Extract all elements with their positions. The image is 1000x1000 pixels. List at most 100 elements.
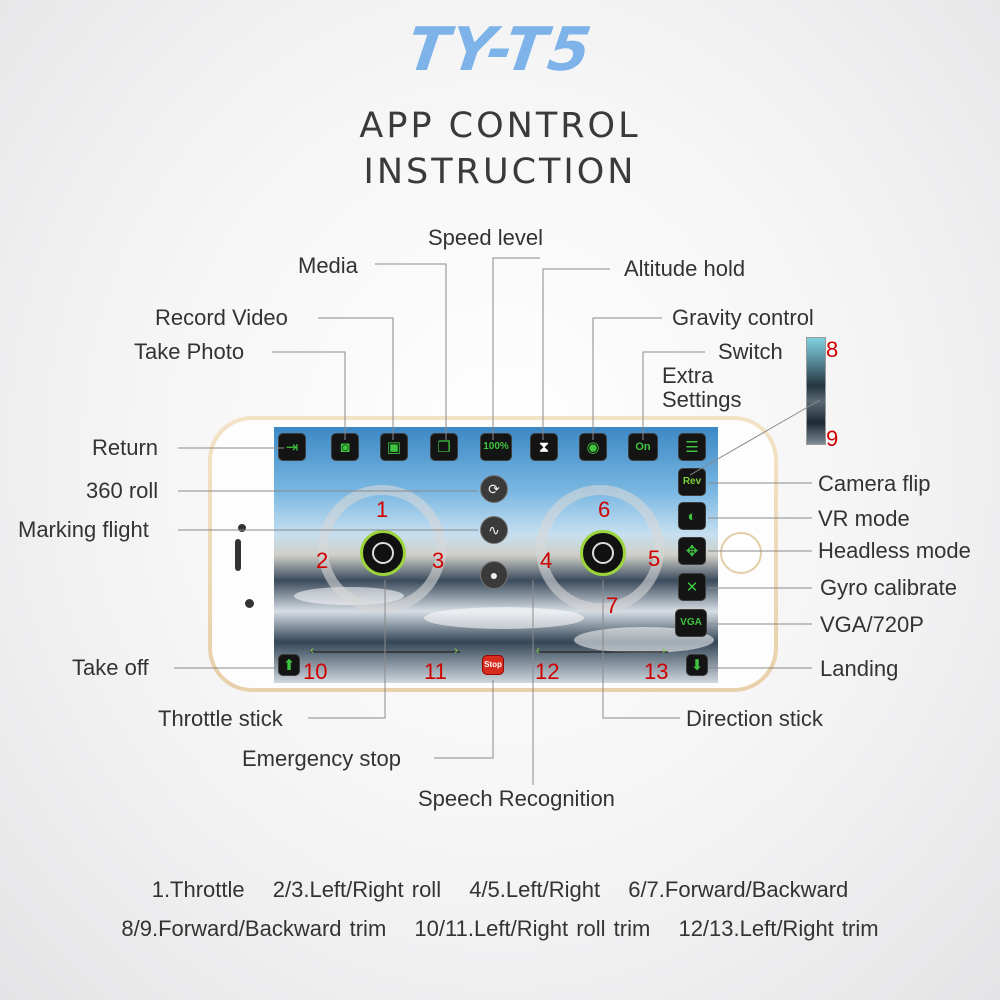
headless-mode-button[interactable]: ✥ [678,537,706,565]
extra-settings-button[interactable]: ☰ [678,433,706,461]
take-off-button[interactable]: ⬆ [278,654,300,676]
landing-button[interactable]: ⬇ [686,654,708,676]
calibrate-icon: ✕ [685,578,699,596]
legend-line-1: 1.Throttle 2/3.Left/Right roll 4/5.Left/… [0,877,1000,903]
forward-backward-trim-bar[interactable] [806,337,826,445]
label-record-video: Record Video [155,305,288,330]
rotate-icon: ⟳ [488,480,500,497]
switch-value: On [635,440,651,453]
label-return: Return [92,435,159,460]
label-take-off: Take off [72,655,149,680]
label-speed-level: Speed level [428,225,543,250]
roll-360-button[interactable]: ⟳ [480,475,508,503]
number-2: 2 [316,548,329,573]
label-headless-mode: Headless mode [818,538,971,563]
legend-item: 12/13.Left/Right trim [678,916,879,941]
chevron-right-icon: › [454,643,458,657]
page-title-line1: APP CONTROL [359,106,641,146]
number-1: 1 [376,497,389,522]
number-11: 11 [424,659,447,684]
speaker-grille [235,539,241,571]
speed-value: 100% [483,441,509,452]
label-gravity-control: Gravity control [672,305,814,330]
label-throttle-stick: Throttle stick [158,706,283,731]
microphone-icon: ● [489,567,499,583]
hourglass-icon: ⧗ [538,438,550,456]
number-8: 8 [826,337,839,362]
vga-720p-button[interactable]: VGA [675,609,707,637]
number-7: 7 [606,593,619,618]
label-media: Media [298,253,358,278]
label-gyro-calibrate: Gyro calibrate [820,575,957,600]
media-button[interactable]: ❐ [430,433,458,461]
front-camera [238,524,246,532]
label-speech-recognition: Speech Recognition [418,786,615,811]
number-5: 5 [648,546,661,571]
video-camera-icon: ▣ [386,438,402,456]
record-video-button[interactable]: ▣ [380,433,408,461]
altitude-hold-button[interactable]: ⧗ [530,433,558,461]
camera-icon: ◙ [340,438,350,456]
gyro-calibrate-button[interactable]: ✕ [678,573,706,601]
arrow-down-icon: ⬇ [690,656,704,674]
label-direction-stick: Direction stick [686,706,823,731]
legend-item: 2/3.Left/Right roll [272,877,442,902]
crosshair-icon: ✥ [685,542,699,560]
label-extra-settings-2: Settings [662,387,742,412]
vga-text: VGA [680,617,702,628]
number-12: 12 [535,659,560,684]
speech-recognition-button[interactable]: ● [480,561,508,589]
throttle-stick-ring [318,485,446,613]
label-take-photo: Take Photo [134,339,245,364]
home-button[interactable] [720,532,762,574]
legend-item: 4/5.Left/Right [469,877,601,902]
direction-stick[interactable] [580,530,626,576]
camera-flip-button[interactable]: Rev [678,468,706,496]
vr-icon: ◐ [687,507,697,525]
label-emergency-stop: Emergency stop [242,746,401,771]
camera-flip-text: Rev [682,476,702,487]
arrow-up-icon: ⬆ [282,656,296,674]
legend-item: 8/9.Forward/Backward trim [121,916,387,941]
number-10: 10 [303,659,328,684]
label-switch: Switch [718,339,783,364]
legend-item: 1.Throttle [151,877,245,902]
direction-stick-ring [536,485,664,613]
label-vga-720p: VGA/720P [820,612,924,637]
label-landing: Landing [820,656,899,681]
return-button[interactable]: ⇥ [278,433,306,461]
switch-button[interactable]: On [628,433,658,461]
page-title-line2: INSTRUCTION [363,152,637,192]
speed-level-button[interactable]: 100% [480,433,512,461]
label-marking-flight: Marking flight [18,517,149,542]
emergency-stop-button[interactable]: Stop [482,655,504,675]
legend-line-2: 8/9.Forward/Backward trim 10/11.Left/Rig… [0,916,1000,942]
label-vr-mode: VR mode [818,506,910,531]
throttle-stick[interactable] [360,530,406,576]
chevron-left-icon: ‹ [310,643,314,657]
number-13: 13 [644,659,669,684]
chevron-right-icon: › [662,643,666,657]
sensor-dot [245,599,254,608]
label-360-roll: 360 roll [86,478,159,503]
snow-shape [424,607,584,629]
vr-mode-button[interactable]: ◐ [678,502,706,530]
list-icon: ☰ [685,438,699,456]
gallery-icon: ❐ [437,438,451,456]
app-screen: ⇥ ◙ ▣ ❐ 100% ⧗ ◉ On ☰ Rev ◐ ✥ ✕ VGA ⬇ ⬆ … [274,427,718,683]
stop-text: Stop [484,660,502,669]
legend-item: 10/11.Left/Right roll trim [414,916,651,941]
marking-flight-button[interactable]: ∿ [480,516,508,544]
chevron-left-icon: ‹ [536,643,540,657]
label-altitude-hold: Altitude hold [624,256,746,281]
path-icon: ∿ [488,521,500,538]
number-4: 4 [540,548,553,573]
legend-item: 6/7.Forward/Backward [628,877,849,902]
label-extra-settings-1: Extra [662,363,714,388]
number-3: 3 [432,548,445,573]
number-6: 6 [598,497,611,522]
label-camera-flip: Camera flip [818,471,931,496]
gravity-icon: ◉ [586,438,600,456]
number-9: 9 [826,426,839,451]
